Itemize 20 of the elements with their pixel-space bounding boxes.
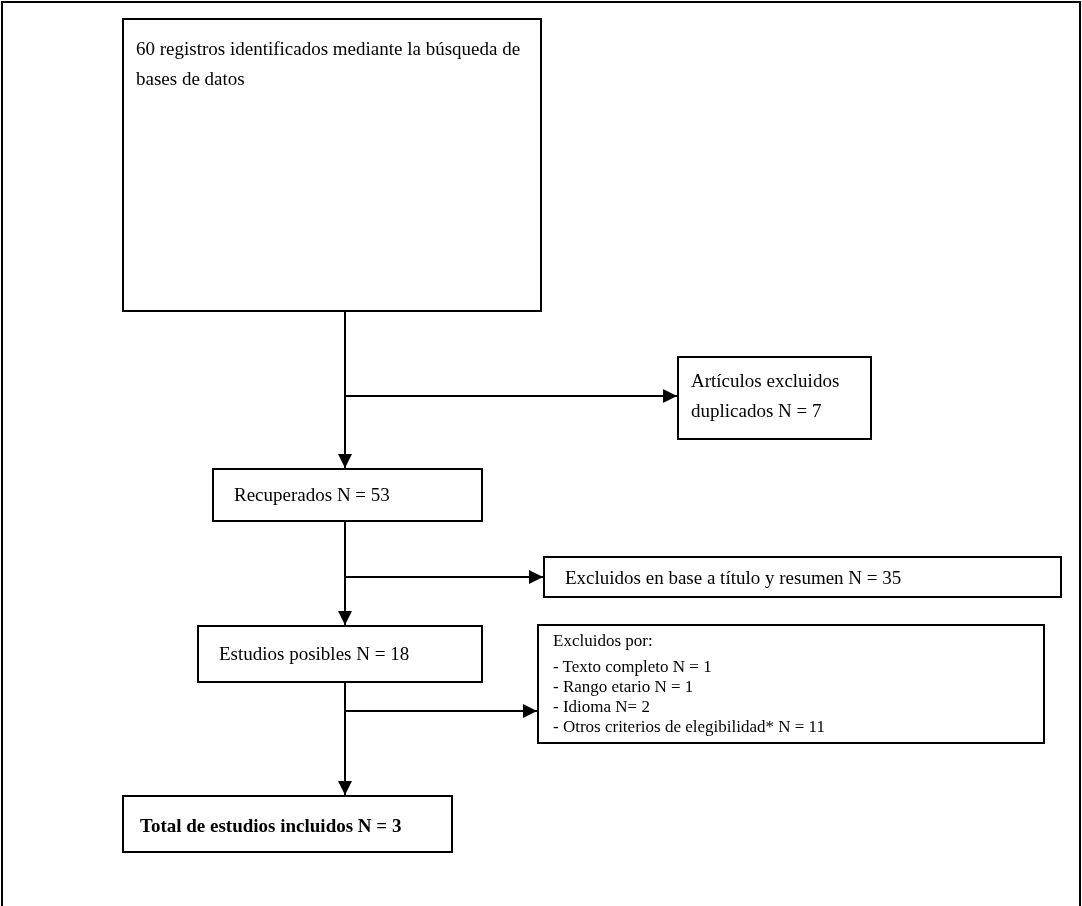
process-box [677,356,872,440]
box-text: Total de estudios incluidos N = 3 [140,814,403,838]
box-text: Excluidos por: [553,631,654,652]
arrow [344,682,538,718]
box-text: 60 registros identificados mediante la búsqueda de bases de datos [136,37,522,92]
list-item: - Otros criterios de elegibilidad* N = 11 [553,717,826,738]
process-box [543,556,1062,598]
box-text: Estudios posibles N = 18 [219,642,411,666]
list-item: - Texto completo N = 1 [553,657,713,678]
process-box [537,624,1045,744]
arrow [344,521,544,584]
process-box [197,625,483,683]
process-box [122,18,542,312]
list-item: - Rango etario N = 1 [553,677,695,698]
box-text: Excluidos en base a título y resumen N = 35 [565,566,903,590]
list-item: - Idioma N= 2 [553,697,651,718]
box-text: Recuperados N = 53 [234,483,391,507]
box-text: Artículos excluidos duplicados N = 7 [691,369,841,424]
process-box [212,468,483,522]
process-box [122,795,453,853]
